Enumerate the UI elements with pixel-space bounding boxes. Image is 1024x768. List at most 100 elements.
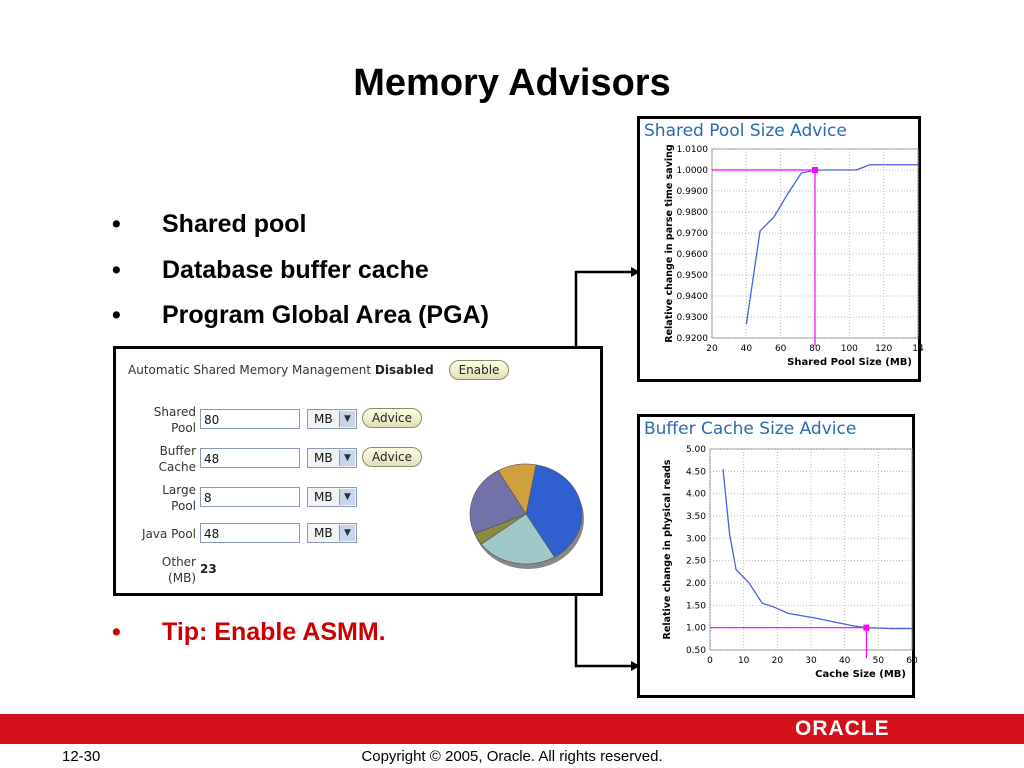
x-tick-label: 20 (772, 656, 784, 666)
pie-slice (525, 464, 583, 558)
bullet-dot: • (112, 256, 121, 284)
y-axis-label: Relative change in physical reads (662, 459, 673, 639)
buffer-cache-advice-chart: Buffer Cache Size Advice 0.50 1.00 1.50 2.0… (637, 414, 918, 698)
y-tick-label: 2.00 (686, 579, 706, 589)
x-axis-label: Shared Pool Size (MB) (787, 357, 912, 368)
y-tick-label: 0.50 (686, 646, 706, 656)
x-tick-label: 40 (741, 344, 753, 354)
x-tick-label: 14 (912, 344, 924, 354)
bullet-dot: • (112, 210, 121, 238)
series-line (745, 164, 918, 325)
large-pool-unit-select[interactable]: MB ▼ (307, 487, 357, 507)
y-tick-label: 5.00 (686, 445, 706, 455)
java-pool-unit-select[interactable]: MB ▼ (307, 523, 357, 543)
shared-pool-advice-button[interactable]: Advice (362, 408, 422, 428)
chevron-down-icon: ▼ (339, 525, 355, 541)
buffer-cache-label: Buffer Cache (116, 443, 196, 475)
y-tick-label: 0.9500 (677, 271, 709, 281)
bullet-dot: • (112, 301, 121, 329)
label-line: Large (162, 483, 196, 497)
shared-pool-plot: 0.9200 0.9300 0.9400 0.9500 0.9600 0.9700 0.98… (664, 144, 924, 368)
x-tick-label: 0 (707, 656, 713, 666)
y-tick-label: 0.9200 (677, 334, 709, 344)
x-tick-label: 30 (805, 656, 817, 666)
slide-title: Memory Advisors (353, 62, 671, 104)
bullet-text: Database buffer cache (162, 256, 429, 284)
label-line: Other (161, 555, 196, 569)
asmm-panel: Automatic Shared Memory Management Disab… (113, 346, 603, 596)
series-line (722, 469, 912, 630)
y-tick-label: 0.9900 (677, 187, 709, 197)
unit-value: MB (314, 526, 333, 540)
asmm-header: Automatic Shared Memory Management Disab… (128, 363, 434, 377)
bullet-text: Program Global Area (PGA) (162, 301, 489, 329)
label-line: Buffer (159, 444, 196, 458)
pie-slice (469, 470, 527, 535)
shared-pool-input[interactable]: 80 (200, 409, 300, 429)
x-tick-label: 60 (906, 656, 918, 666)
shared-pool-label: Shared Pool (116, 404, 196, 436)
large-pool-label: Large Pool (116, 482, 196, 514)
y-tick-label: 0.9700 (677, 229, 709, 239)
x-tick-label: 80 (809, 344, 821, 354)
y-tick-label: 0.9300 (677, 313, 709, 323)
chart-title: Buffer Cache Size Advice (644, 419, 857, 439)
y-tick-label: 0.9800 (677, 208, 709, 218)
buffer-cache-unit-select[interactable]: MB ▼ (307, 448, 357, 468)
label-line: (MB) (168, 571, 196, 585)
label-line: Pool (171, 499, 196, 513)
pie-slice (480, 513, 555, 565)
y-tick-label: 2.50 (686, 557, 706, 567)
y-tick-label: 1.0000 (677, 166, 709, 176)
chevron-down-icon: ▼ (339, 450, 355, 466)
unit-value: MB (314, 451, 333, 465)
buffer-cache-plot: 0.501.001.502.002.503.003.504.004.505.00… (662, 445, 918, 680)
label-line: Cache (158, 460, 196, 474)
y-tick-label: 0.9400 (677, 292, 709, 302)
chevron-down-icon: ▼ (339, 411, 355, 427)
bullet-shared-pool: • Shared pool (112, 210, 306, 239)
y-tick-label: 1.0100 (677, 145, 709, 155)
x-tick-label: 20 (706, 344, 718, 354)
x-tick-label: 50 (873, 656, 885, 666)
java-pool-label: Java Pool (116, 526, 196, 542)
x-axis-label: Cache Size (MB) (815, 669, 906, 680)
shared-pool-unit-select[interactable]: MB ▼ (307, 409, 357, 429)
other-label: Other (MB) (116, 554, 196, 586)
y-tick-label: 4.00 (686, 490, 706, 500)
x-tick-label: 40 (839, 656, 851, 666)
x-tick-label: 10 (738, 656, 750, 666)
y-axis-label: Relative change in parse time saving (664, 144, 675, 342)
x-tick-label: 60 (775, 344, 787, 354)
copyright-text: Copyright © 2005, Oracle. All rights res… (361, 748, 663, 765)
label-line: Pool (171, 421, 196, 435)
footer-bar (0, 714, 1024, 744)
label-line: Java Pool (142, 527, 196, 541)
java-pool-input[interactable]: 48 (200, 523, 300, 543)
chart-title: Shared Pool Size Advice (644, 121, 847, 141)
oracle-logo: ORACLE (795, 717, 890, 740)
y-tick-label: 1.50 (686, 601, 706, 611)
y-tick-label: 1.00 (686, 624, 706, 634)
bullet-dot: • (112, 618, 121, 646)
large-pool-input[interactable]: 8 (200, 487, 300, 507)
enable-button[interactable]: Enable (449, 360, 509, 380)
page-number: 12-30 (62, 748, 101, 765)
asmm-header-label: Automatic Shared Memory Management (128, 363, 372, 377)
buffer-cache-input[interactable]: 48 (200, 448, 300, 468)
y-tick-label: 4.50 (686, 467, 706, 477)
buffer-cache-advice-button[interactable]: Advice (362, 447, 422, 467)
other-value: 23 (200, 562, 217, 576)
unit-value: MB (314, 490, 333, 504)
chevron-down-icon: ▼ (339, 489, 355, 505)
current-value-marker (812, 167, 818, 173)
y-tick-label: 3.00 (686, 534, 706, 544)
current-value-marker (863, 624, 870, 631)
label-line: Shared (153, 405, 196, 419)
tip-bullet: •Tip: Enable ASMM. (112, 618, 386, 647)
unit-value: MB (314, 412, 333, 426)
x-tick-label: 120 (875, 344, 892, 354)
bullet-text: Shared pool (162, 210, 307, 238)
y-tick-label: 0.9600 (677, 250, 709, 260)
